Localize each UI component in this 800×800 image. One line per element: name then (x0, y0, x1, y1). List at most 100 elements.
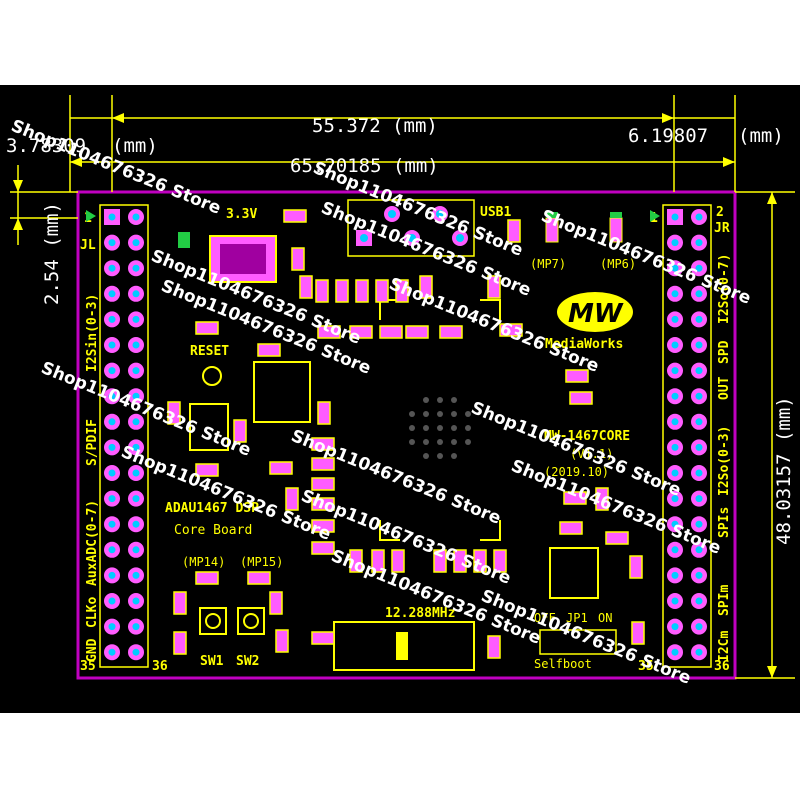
crystal (333, 621, 475, 671)
bga-ball (437, 411, 443, 417)
header-pad-hole (108, 418, 116, 426)
smd-part (311, 541, 335, 555)
bga-ball (451, 425, 457, 431)
bga-ball (437, 397, 443, 403)
left-pin36-label: 36 (152, 659, 168, 674)
selfboot-label: Selfboot (534, 657, 592, 671)
usb-label: USB1 (480, 205, 511, 220)
header-pad-hole (671, 546, 679, 554)
smd-part (605, 531, 629, 545)
header-pad-hole (108, 213, 116, 221)
header-pad-hole (671, 648, 679, 656)
header-pad-hole (695, 392, 703, 400)
header-pad-hole (671, 495, 679, 503)
smd-part (493, 549, 507, 573)
bga-ball (409, 425, 415, 431)
smd-part (335, 279, 349, 303)
led-d3-anode (610, 212, 622, 218)
header-pad-hole (695, 443, 703, 451)
led-d4-anode (546, 212, 558, 218)
smd-part (563, 491, 587, 505)
smd-part (391, 549, 405, 573)
header-pad-hole (695, 648, 703, 656)
dim-inner-width: 55.372 (mm) (312, 115, 438, 137)
bga-ball (423, 425, 429, 431)
bga-ball (423, 411, 429, 417)
smd-part (315, 279, 329, 303)
smd-components (167, 209, 645, 659)
smd-part (419, 275, 433, 299)
header-pad-hole (132, 239, 140, 247)
right-pin-header (667, 209, 707, 661)
header-pad-hole (671, 623, 679, 631)
brand-name: MediaWorks (545, 337, 623, 352)
mediaworks-logo: MW (557, 292, 633, 332)
header-pad-hole (132, 290, 140, 298)
jp1-name: JP1 (566, 611, 588, 625)
smd-part (349, 549, 363, 573)
header-pad-hole (108, 341, 116, 349)
header-pad-hole (132, 392, 140, 400)
bga-ball (409, 411, 415, 417)
smd-part (379, 325, 403, 339)
smd-part (499, 323, 523, 337)
smd-part (565, 369, 589, 383)
header-pad-hole (108, 469, 116, 477)
smd-part (371, 549, 385, 573)
dsp-chip-bga (409, 397, 471, 459)
header-pad-hole (695, 597, 703, 605)
right-header-name: JR (714, 221, 730, 236)
smd-part (283, 209, 307, 223)
header-pad-hole (108, 546, 116, 554)
header-pad-hole (671, 418, 679, 426)
right-signal-spis: SPIs (717, 507, 732, 538)
right-pin36-label: 36 (714, 659, 730, 674)
header-pad-hole (695, 571, 703, 579)
header-pad-hole (671, 520, 679, 528)
header-pad-hole (671, 367, 679, 375)
smd-part (439, 325, 463, 339)
left-pin1-marker (86, 210, 96, 222)
dim-total-width: 65.20185 (mm) (290, 155, 439, 177)
mp7-label: (MP7) (530, 257, 566, 271)
dim-pitch: 2.54 (mm) (41, 202, 63, 305)
header-pad-hole (671, 315, 679, 323)
header-pad-hole (132, 571, 140, 579)
header-pad-hole (108, 495, 116, 503)
header-pad-hole (671, 290, 679, 298)
right-signal-spim: SPIm (717, 585, 732, 616)
header-pad-hole (132, 418, 140, 426)
right-signal-out: OUT (717, 376, 732, 400)
header-pad-hole (108, 239, 116, 247)
dim-unit-right: (mm) (738, 125, 784, 147)
smd-part (559, 521, 583, 535)
header-pad-hole (695, 418, 703, 426)
smd-part (317, 401, 331, 425)
power-label: 3.3V (226, 207, 257, 222)
header-pad-hole (695, 546, 703, 554)
header-pad-hole (671, 597, 679, 605)
u2-chip (549, 547, 599, 599)
right-pin1-marker (650, 210, 660, 222)
core-year: (2019.10) (544, 465, 609, 479)
smd-part (195, 321, 219, 335)
smd-part (375, 279, 389, 303)
right-signal-labels: I2Cm SPIm SPIs I2So(0-3) OUT SPD I2So(0-… (717, 254, 732, 662)
smd-part (311, 497, 335, 511)
header-pad-hole (132, 597, 140, 605)
jp1-off: OFF (534, 611, 556, 625)
bga-ball (409, 439, 415, 445)
smd-part (291, 247, 305, 271)
bga-ball (465, 439, 471, 445)
header-pad-hole (671, 213, 679, 221)
reset-testpoint (202, 366, 222, 386)
bga-ball (437, 439, 443, 445)
header-pad-hole (132, 341, 140, 349)
smd-part (629, 555, 643, 579)
bga-ball (451, 453, 457, 459)
header-pad-hole (108, 290, 116, 298)
smd-part (257, 343, 281, 357)
jp1-on: ON (598, 611, 612, 625)
smd-part (269, 461, 293, 475)
jp1-jumper (539, 629, 617, 655)
